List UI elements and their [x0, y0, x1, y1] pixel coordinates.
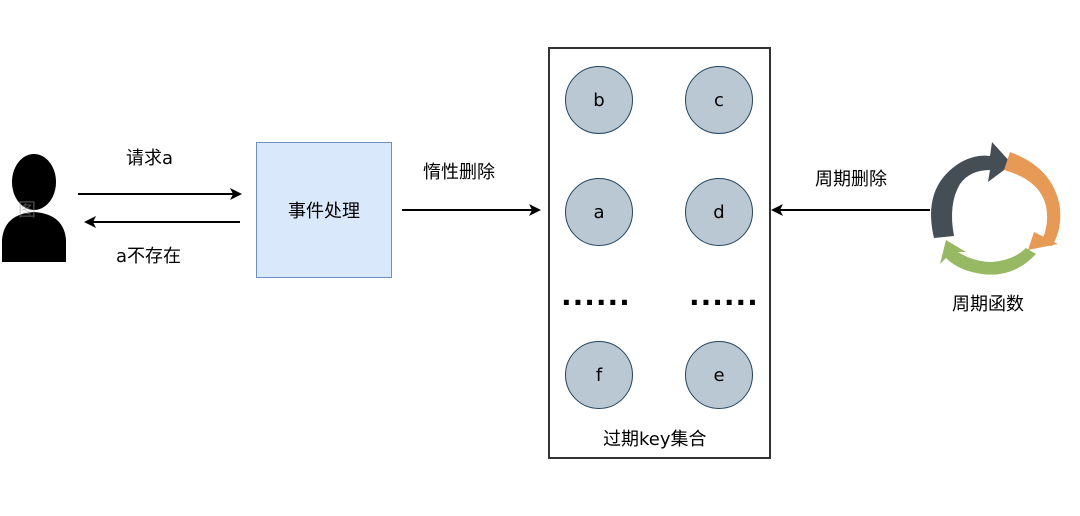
key-node-label: f [595, 364, 603, 386]
key-node-label: e [713, 364, 725, 386]
event-process-box: 事件处理 [256, 142, 392, 278]
key-node-d: d [685, 178, 753, 246]
key-node-b: b [565, 66, 633, 134]
ellipsis-right: ...... [689, 279, 759, 312]
key-node-e: e [685, 341, 753, 409]
key-node-label: c [714, 89, 724, 111]
key-node-label: d [713, 201, 725, 223]
key-node-c: c [685, 66, 753, 134]
event-process-label: 事件处理 [288, 201, 360, 222]
cycle-arrows-icon [931, 142, 1061, 275]
key-node-label: a [593, 201, 605, 223]
keyset-title: 过期key集合 [603, 429, 707, 450]
key-node-label: b [593, 89, 605, 111]
ellipsis-left: ...... [561, 279, 631, 312]
key-node-a: a [565, 178, 633, 246]
key-node-f: f [565, 341, 633, 409]
periodic-delete-label: 周期删除 [815, 169, 887, 190]
request-label: 请求a [126, 148, 174, 169]
response-label: a不存在 [116, 246, 182, 267]
cycle-label: 周期函数 [952, 294, 1024, 315]
user-silhouette-icon [2, 154, 66, 262]
lazy-delete-label: 惰性删除 [423, 162, 495, 183]
watermark-text: 图 [18, 200, 36, 221]
